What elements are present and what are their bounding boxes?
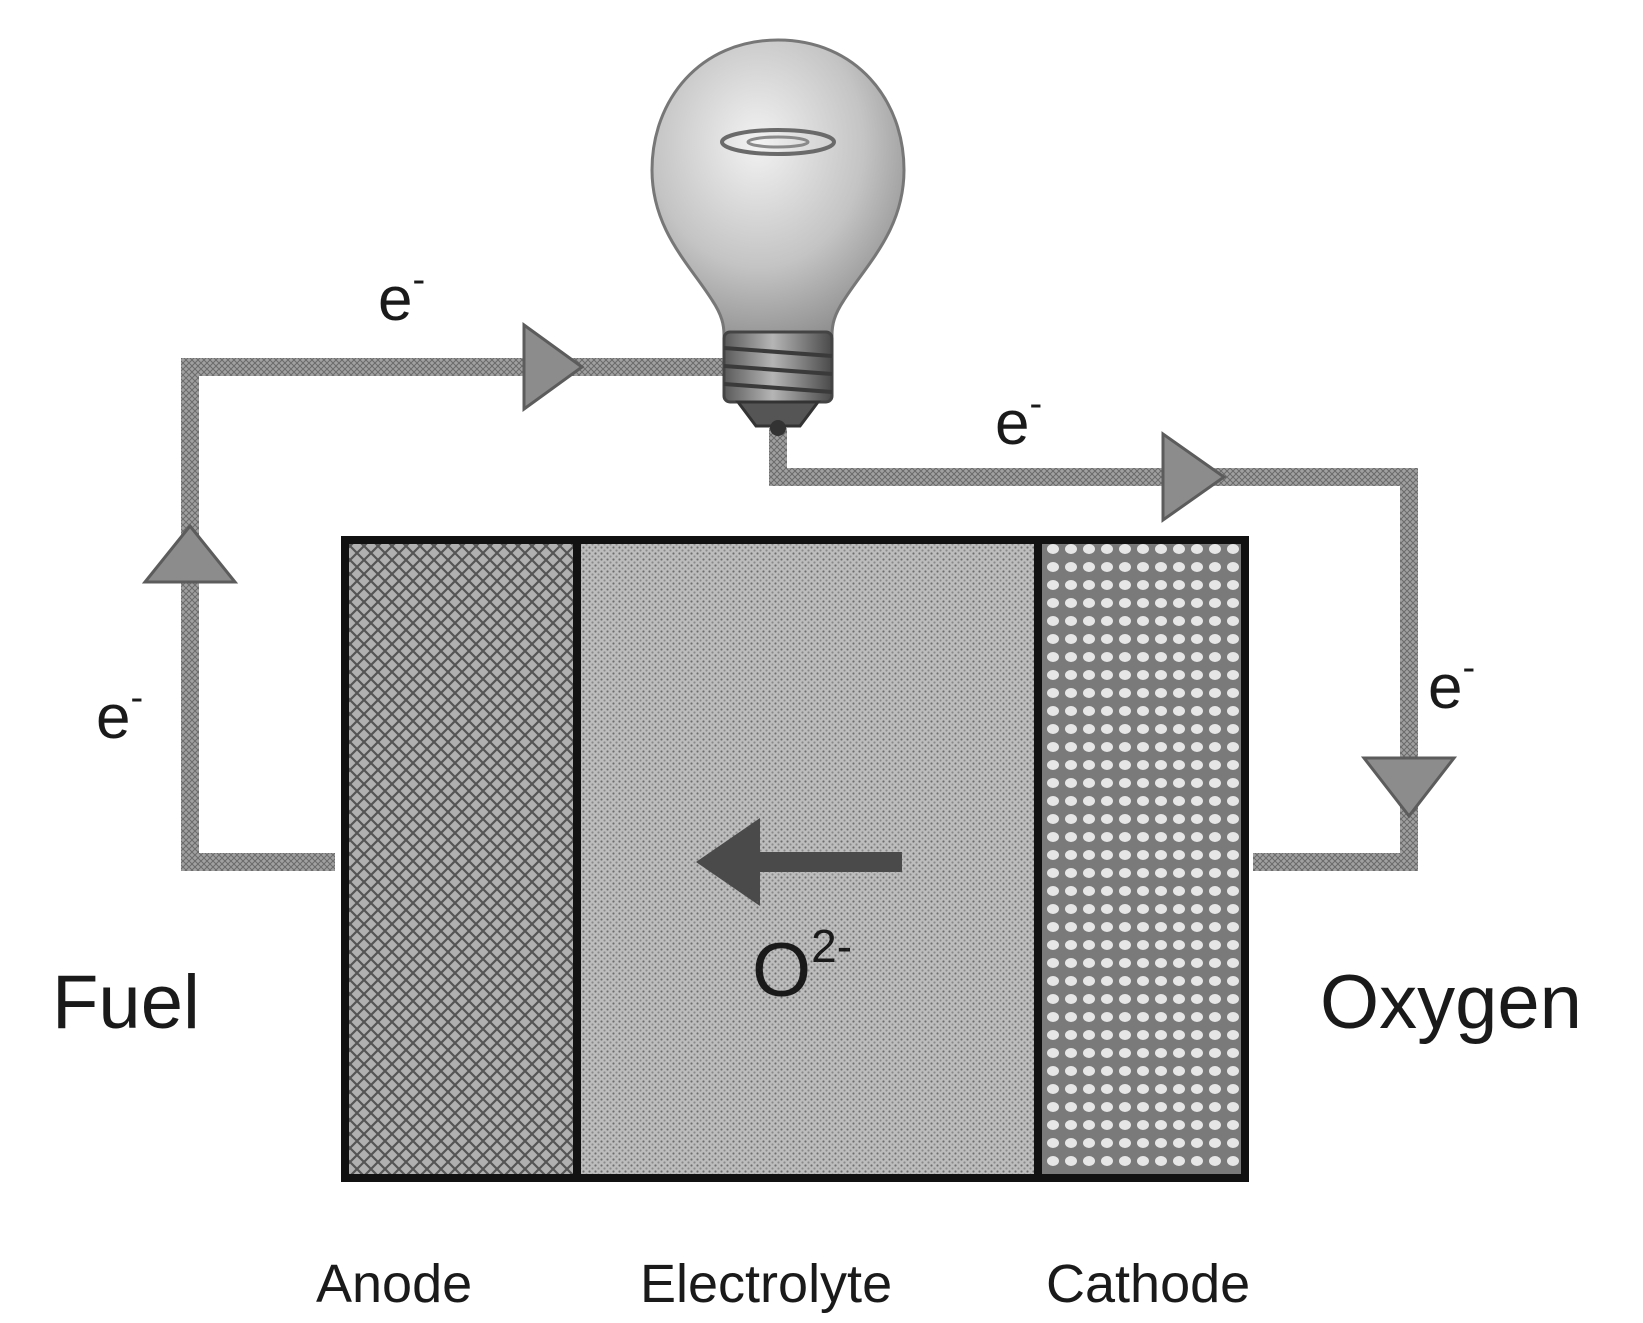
electron-label-right: e- [1428, 647, 1475, 722]
electron-label-left: e- [96, 677, 143, 752]
electrolyte-label: Electrolyte [640, 1254, 892, 1314]
cathode-layer [1038, 540, 1245, 1178]
cathode-label: Cathode [1046, 1254, 1250, 1314]
electron-label-top-left: e- [378, 259, 425, 334]
arrow-right-icon [524, 325, 582, 409]
anode-label: Anode [316, 1254, 472, 1314]
arrow-up-icon [145, 526, 235, 582]
fuel-label: Fuel [52, 960, 200, 1045]
light-bulb-icon [652, 40, 904, 436]
anode-layer [345, 540, 577, 1178]
arrow-right-icon [1163, 434, 1224, 520]
arrow-down-icon [1364, 758, 1454, 816]
oxygen-label: Oxygen [1320, 960, 1582, 1045]
electron-label-top-right: e- [995, 383, 1042, 458]
